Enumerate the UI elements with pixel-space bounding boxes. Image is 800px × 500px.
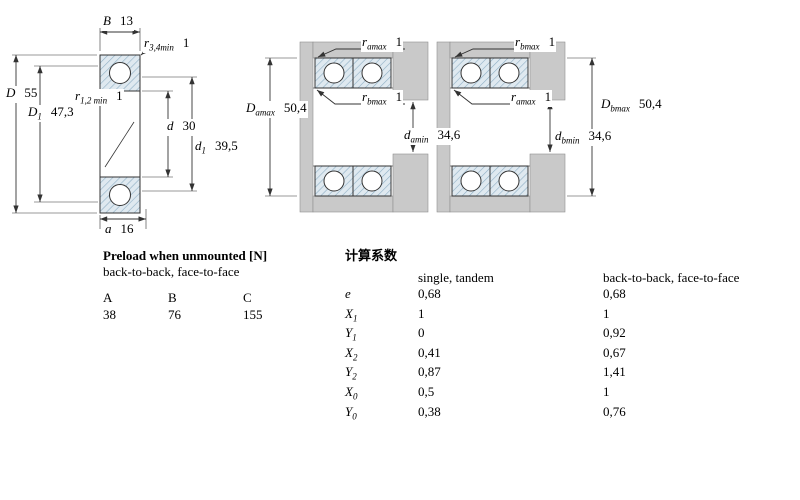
factor-value-paired: 1 xyxy=(603,383,610,399)
factors-corner-cell xyxy=(345,271,418,284)
factor-value-single: 0,38 xyxy=(418,403,441,419)
calculation-factors-table: 计算系数 single, tandem back-to-back, face-t… xyxy=(345,249,739,421)
dim-label-D1: D1 47,3 xyxy=(27,105,75,122)
dim-value: 55 xyxy=(24,85,38,100)
factor-value-single: 0,41 xyxy=(418,344,441,360)
dim-label-B: B 13 xyxy=(102,14,134,31)
factor-value-paired: 0,68 xyxy=(603,286,626,301)
factor-value-paired: 1,41 xyxy=(603,364,626,380)
dim-symbol: rbmax xyxy=(362,89,387,107)
factor-value-single: 0,87 xyxy=(418,364,441,380)
dim-symbol: D1 xyxy=(28,104,42,122)
dim-value: 34,6 xyxy=(588,128,612,143)
dim-value: 1 xyxy=(395,89,403,104)
dim-symbol: ramax xyxy=(511,89,536,107)
factor-symbol-Y1: Y1 xyxy=(345,325,357,343)
dim-value: 1 xyxy=(548,34,556,49)
factor-value-single: 1 xyxy=(418,305,425,321)
technical-drawings xyxy=(12,28,596,229)
dim-label-dbmin: dbmin 34,6 xyxy=(554,128,613,146)
dim-symbol: ramax xyxy=(362,34,387,52)
dim-label-ramax-arr2: ramax 1 xyxy=(510,89,553,107)
factor-value-single: 0,5 xyxy=(418,383,435,399)
factor-value-paired: 0,92 xyxy=(603,325,626,341)
preload-header-A: A xyxy=(103,290,113,305)
dim-label-a: a 16 xyxy=(104,222,135,239)
dim-value: 1 xyxy=(544,89,552,104)
arrangement-drawing-1 xyxy=(265,41,429,213)
dim-label-rbmax-arr1: rbmax 1 xyxy=(361,89,404,107)
dim-value: 1 xyxy=(182,35,190,50)
factor-symbol-Y2: Y2 xyxy=(345,364,357,382)
preload-value-C: 155 xyxy=(243,307,263,322)
factor-value-single: 0 xyxy=(418,325,425,341)
dim-label-damin: damin 34,6 xyxy=(403,127,462,145)
dim-value: 1 xyxy=(395,34,403,49)
factor-value-paired: 0,67 xyxy=(603,344,626,360)
preload-table: Preload when unmounted [N] back-to-back,… xyxy=(103,249,267,321)
dim-value: 13 xyxy=(119,13,133,28)
dim-label-d1: d1 39,5 xyxy=(194,139,239,156)
dim-label-d: d 30 xyxy=(166,119,197,136)
preload-grid: A B C 38 76 155 xyxy=(103,291,267,321)
dim-value: 1 xyxy=(116,88,123,103)
preload-header-C: C xyxy=(243,290,252,305)
dim-symbol: B xyxy=(103,13,111,28)
dim-symbol: r3,4min xyxy=(144,35,174,53)
dim-value: 50,4 xyxy=(283,100,307,115)
dim-label-ramax-arr1: ramax 1 xyxy=(361,34,404,52)
dim-symbol: damin xyxy=(404,127,429,145)
dim-label-Dbmax: Dbmax 50,4 xyxy=(600,97,663,114)
dim-label-r12min: r1,2 min 1 xyxy=(74,89,124,106)
preload-value-A: 38 xyxy=(103,307,116,322)
preload-table-title: Preload when unmounted [N] xyxy=(103,248,268,263)
dim-symbol: Dbmax xyxy=(601,96,630,114)
dim-value: 39,5 xyxy=(215,138,238,153)
factor-symbol-e: e xyxy=(345,286,351,301)
dim-symbol: d xyxy=(167,118,174,133)
dim-symbol: Damax xyxy=(246,100,275,118)
dim-symbol: a xyxy=(105,221,112,236)
factors-header-paired: back-to-back, face-to-face xyxy=(603,270,740,285)
bearing-cross-section xyxy=(12,28,197,229)
dim-label-rbmax-arr2: rbmax 1 xyxy=(514,34,557,52)
preload-table-subtitle: back-to-back, face-to-face xyxy=(103,264,240,279)
dim-label-D: D 55 xyxy=(5,85,39,103)
dim-value: 34,6 xyxy=(437,127,461,142)
dim-value: 16 xyxy=(120,221,134,236)
dim-value: 50,4 xyxy=(638,96,662,111)
dim-symbol: r1,2 min xyxy=(75,88,108,106)
factor-value-paired: 0,76 xyxy=(603,403,626,419)
dim-value: 47,3 xyxy=(50,104,74,119)
dim-symbol: d1 xyxy=(195,138,206,156)
dim-symbol: rbmax xyxy=(515,34,540,52)
dim-symbol: dbmin xyxy=(555,128,580,146)
factor-symbol-Y0: Y0 xyxy=(345,403,357,422)
factor-symbol-X2: X2 xyxy=(345,344,358,363)
factors-grid: single, tandem back-to-back, face-to-fac… xyxy=(345,271,739,421)
dim-value: 30 xyxy=(182,118,196,133)
factor-value-single: 0,68 xyxy=(418,286,441,301)
factors-header-single-tandem: single, tandem xyxy=(418,270,494,285)
factor-value-paired: 1 xyxy=(603,305,610,321)
factors-table-title: 计算系数 xyxy=(345,248,398,263)
dim-label-r34min: r3,4min 1 xyxy=(143,35,191,53)
factor-symbol-X0: X0 xyxy=(345,383,358,402)
preload-header-B: B xyxy=(168,290,177,305)
preload-value-B: 76 xyxy=(168,307,181,322)
dim-label-Damax: Damax 50,4 xyxy=(245,101,308,118)
arrangement-drawing-2 xyxy=(436,41,596,213)
dim-symbol: D xyxy=(6,85,16,100)
factor-symbol-X1: X1 xyxy=(345,305,358,324)
